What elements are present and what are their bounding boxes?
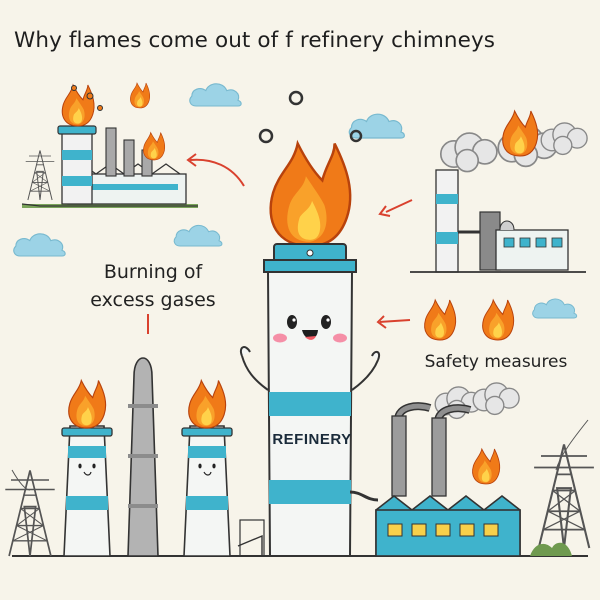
flame-icon: [61, 84, 95, 127]
power-tower-icon: [25, 150, 55, 201]
flame-icon: [502, 110, 539, 157]
power-tower-icon: [533, 443, 595, 550]
arrow-icon: [189, 158, 245, 187]
top-left-refinery: [21, 82, 198, 208]
cloud-icon: [348, 113, 405, 139]
smoke-cloud: [540, 122, 588, 156]
smoke-cloud: [439, 132, 498, 173]
label-line: Burning of: [103, 261, 203, 283]
cloud-icon: [173, 224, 223, 247]
main-chimney-mascot: [240, 90, 381, 557]
top-right-refinery: [410, 110, 588, 273]
flame-icon: [130, 82, 151, 109]
arrow-icon: [379, 319, 411, 323]
arrow-icon: [385, 199, 413, 213]
label-safety-measures: Safety measures: [424, 352, 568, 372]
cloud-icon: [189, 83, 242, 107]
label-burning-excess-gases: Burning of excess gases: [58, 258, 248, 314]
label-refinery: REFINERY: [272, 431, 352, 448]
flame-icon: [424, 299, 457, 341]
cloud-icon: [13, 233, 66, 257]
cloud-icon: [532, 298, 578, 319]
smoke-cloud: [472, 382, 520, 416]
flame-icon: [143, 132, 166, 161]
diagram-title: Why flames come out of f refinery chimne…: [14, 28, 496, 53]
flame-icon: [68, 379, 107, 429]
flame-icon: [188, 379, 227, 429]
bottom-right-factory: [349, 382, 595, 557]
flame-icon: [269, 142, 352, 248]
label-line: excess gases: [90, 289, 216, 311]
bottom-left-stacks: [4, 357, 265, 557]
power-tower-icon: [4, 469, 56, 557]
flame-icon: [472, 448, 501, 485]
flame-icon: [482, 299, 515, 341]
